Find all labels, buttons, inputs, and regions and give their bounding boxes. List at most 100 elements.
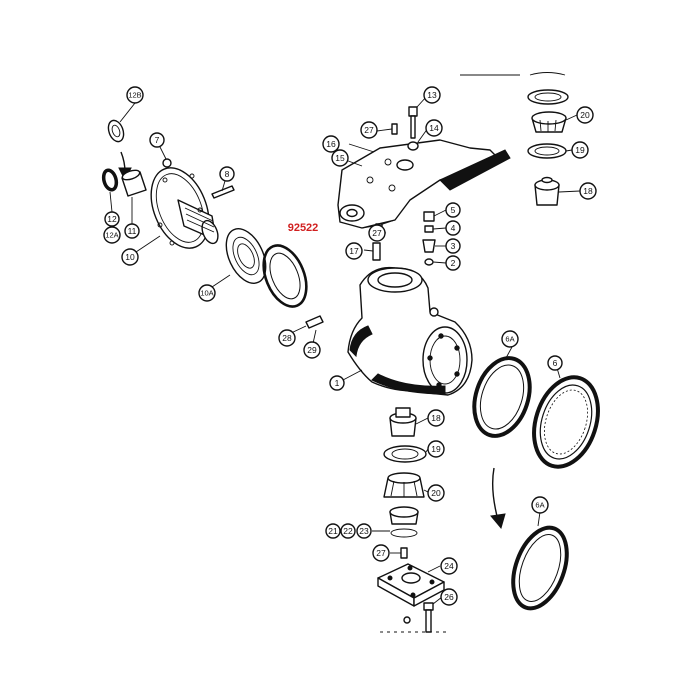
lower-bearing-stack — [383, 407, 427, 559]
svg-text:18: 18 — [431, 413, 441, 423]
screw-27-bottom — [400, 547, 408, 559]
callout-12b: 12B — [126, 86, 144, 104]
lower-cap-24 — [377, 563, 445, 607]
nut-14 — [407, 141, 419, 151]
bushing-18-mid — [389, 407, 417, 437]
gasket-92522 — [262, 244, 308, 308]
cup-21 — [389, 506, 419, 525]
callout-16: 16 — [322, 135, 340, 153]
nut-7 — [162, 158, 172, 168]
svg-text:8: 8 — [225, 169, 230, 179]
svg-text:24: 24 — [444, 561, 454, 571]
svg-text:4: 4 — [451, 223, 456, 233]
callout-27-right: 27 — [368, 224, 386, 242]
svg-text:23: 23 — [359, 526, 369, 536]
callout-11: 11 — [124, 223, 140, 239]
callout-27-bottom: 27 — [372, 544, 390, 562]
callout-10: 10 — [121, 248, 139, 266]
stud-8 — [211, 185, 235, 199]
svg-text:19: 19 — [431, 444, 441, 454]
svg-text:11: 11 — [128, 226, 137, 236]
callout-24: 24 — [440, 557, 458, 575]
washer-bottom — [403, 616, 411, 624]
svg-text:26: 26 — [444, 592, 454, 602]
svg-text:13: 13 — [427, 90, 437, 100]
part-number-label-92522: 92522 — [288, 222, 319, 234]
svg-text:14: 14 — [429, 123, 439, 133]
bushing-11 — [121, 169, 147, 197]
callout-26: 26 — [440, 588, 458, 606]
tapered-bearing-20-top — [531, 111, 567, 133]
assembly-arrow-right — [491, 467, 499, 521]
bearing-10a — [225, 228, 267, 284]
steering-knuckle-1 — [347, 266, 473, 396]
screw-27-top — [391, 123, 398, 135]
bolt-13 — [408, 106, 418, 139]
svg-text:19: 19 — [575, 145, 585, 155]
steering-arm — [337, 139, 511, 229]
bolt-26 — [423, 602, 434, 633]
callout-3: 3 — [445, 238, 461, 254]
callout-7: 7 — [149, 132, 165, 148]
callout-23: 23 — [356, 523, 372, 539]
seal-19-top — [527, 143, 567, 159]
bushing-18-top — [534, 176, 560, 206]
callout-6: 6 — [547, 355, 563, 371]
svg-text:10: 10 — [125, 252, 135, 262]
callout-27-top: 27 — [360, 121, 378, 139]
callout-13: 13 — [423, 86, 441, 104]
svg-text:27: 27 — [372, 228, 382, 238]
callout-12: 12 — [104, 211, 120, 227]
seal-6 — [532, 375, 600, 469]
svg-text:27: 27 — [364, 125, 374, 135]
svg-text:6A: 6A — [505, 335, 514, 344]
hub-assembly — [101, 119, 324, 329]
svg-text:16: 16 — [326, 139, 336, 149]
tapered-bearing-20-mid — [383, 472, 425, 498]
svg-text:12: 12 — [107, 214, 117, 224]
svg-text:7: 7 — [155, 135, 160, 145]
seal-6a-upper — [472, 356, 532, 438]
callout-29: 29 — [303, 341, 321, 359]
svg-text:2: 2 — [451, 258, 456, 268]
callout-6a-bottom: 6A — [531, 496, 549, 514]
callout-2: 2 — [445, 255, 461, 271]
hub-flange-10 — [150, 167, 219, 249]
shim-22 — [390, 528, 418, 538]
svg-text:15: 15 — [335, 153, 345, 163]
callout-12a: 12A — [103, 226, 121, 244]
svg-text:18: 18 — [583, 186, 593, 196]
callout-20-mid: 20 — [427, 484, 445, 502]
seal-12b — [107, 119, 125, 143]
callout-17: 17 — [345, 242, 363, 260]
svg-text:21: 21 — [328, 526, 338, 536]
svg-text:27: 27 — [376, 548, 386, 558]
svg-text:20: 20 — [431, 488, 441, 498]
svg-text:12A: 12A — [105, 231, 118, 240]
callout-15: 15 — [331, 149, 349, 167]
callout-5: 5 — [445, 202, 461, 218]
callout-19-top: 19 — [571, 141, 589, 159]
callout-20-top: 20 — [576, 106, 594, 124]
svg-text:1: 1 — [335, 378, 340, 388]
oring-12 — [101, 168, 119, 192]
dowel-28 — [305, 315, 324, 329]
callout-8: 8 — [219, 166, 235, 182]
callout-10a: 10A — [198, 284, 216, 302]
callout-18-top: 18 — [579, 182, 597, 200]
svg-text:6A: 6A — [535, 501, 544, 510]
svg-text:5: 5 — [451, 205, 456, 215]
svg-text:6: 6 — [553, 358, 558, 368]
fittings-stack — [422, 211, 436, 266]
callout-14: 14 — [425, 119, 443, 137]
callout-4: 4 — [445, 220, 461, 236]
callout-1: 1 — [329, 375, 345, 391]
callout-22: 22 — [340, 523, 356, 539]
callouts: 12B 7 8 12 12A 11 10 10A 28 29 1 27 13 1… — [103, 86, 597, 606]
svg-text:10A: 10A — [200, 289, 213, 298]
callout-21: 21 — [325, 523, 341, 539]
pin-17 — [372, 242, 381, 261]
svg-text:3: 3 — [451, 241, 456, 251]
svg-text:17: 17 — [349, 246, 359, 256]
